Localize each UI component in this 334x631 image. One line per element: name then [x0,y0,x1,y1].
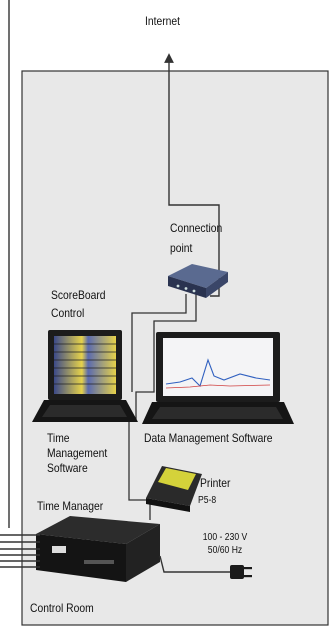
internet-cable [164,53,220,297]
time-management-software-label-line3: Software [47,461,88,475]
time-manager-device [36,516,160,582]
data-management-laptop [142,332,294,424]
control-room-label: Control Room [30,601,94,615]
cable-time-laptop-down [128,415,151,520]
connection-point-device [168,264,228,298]
time-management-laptop [32,330,138,422]
time-manager-label: Time Manager [37,499,104,513]
cable-hub-to-data-laptop [135,294,197,420]
printer-label: Printer [200,476,231,490]
internet-label: Internet [145,14,181,28]
scoreboard-control-label-line1: ScoreBoard [51,288,106,302]
printer-device [146,466,202,512]
connection-point-label-line2: point [170,241,193,255]
data-management-software-label: Data Management Software [144,431,273,445]
printer-model-label: P5-8 [198,495,217,506]
power-plug-icon [230,565,252,579]
power-voltage-label: 100 - 230 V [202,532,248,543]
cable-hub-to-time-laptop [131,294,187,392]
scoreboard-control-label-line2: Control [51,306,85,320]
connection-point-label-line1: Connection [170,221,223,235]
time-management-software-label-line2: Management [47,446,108,460]
power-frequency-label: 50/60 Hz [207,545,243,556]
power-cable [159,555,230,573]
time-management-software-label-line1: Time [47,431,70,445]
